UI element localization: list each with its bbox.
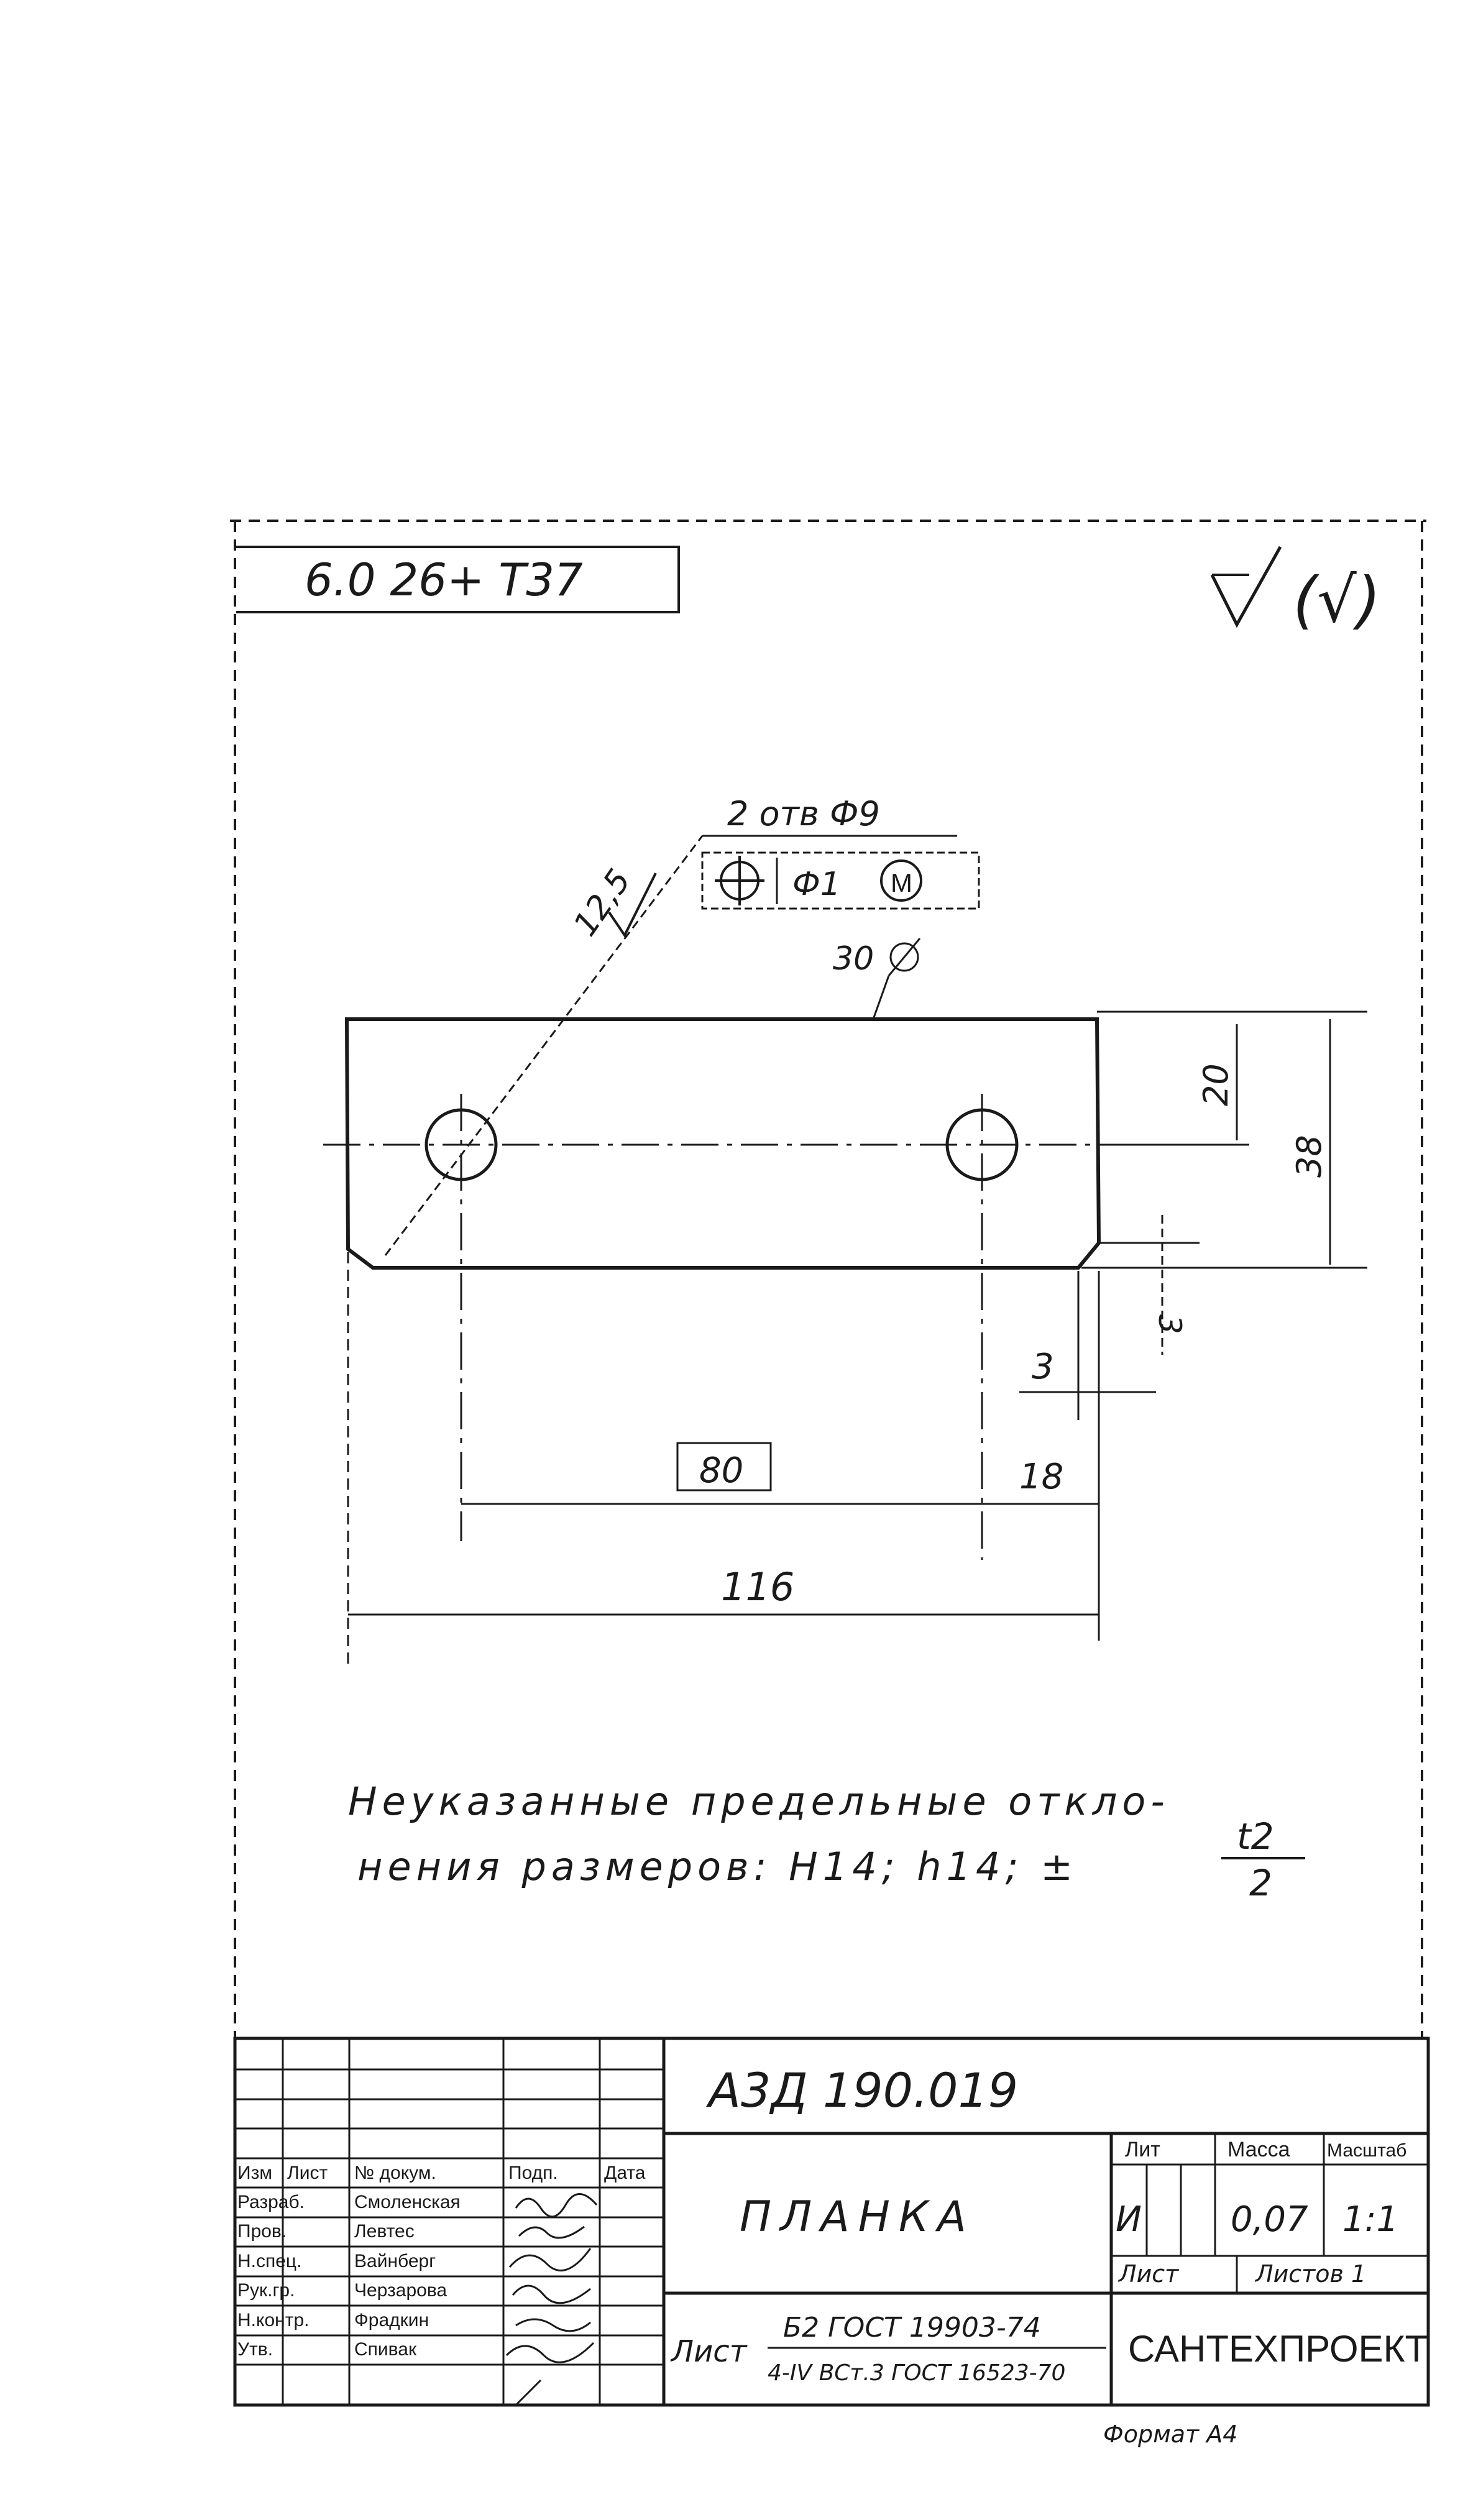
dim-length-total: 116 [721,1564,794,1610]
format-label: Формат А4 [1103,2421,1237,2448]
roughness-surface-mark: 12,5 [566,863,657,943]
material-top: Б2 ГОСТ 19903-74 [783,2312,1041,2344]
position-tolerance: Ф1 [792,866,841,903]
roughness-edge: 30 [833,940,874,978]
scale-value: 1:1 [1342,2199,1398,2240]
dimension-bottom: 80 18 116 [347,1252,1100,1665]
note-line-2: нения размеров: Н14; h14; ± [357,1844,1078,1889]
modifier-circle [880,859,922,902]
name-prov: Левтес [354,2221,415,2242]
holes-note: 2 отв Ф9 [727,794,880,833]
col-header-izm: Изм [237,2163,272,2183]
col-header-sign: Подп. [508,2163,558,2183]
role-utv: Утв. [237,2339,273,2360]
corner-stamp-text: 6.0 26+ T37 [305,554,583,606]
role-prov: Пров. [237,2221,287,2242]
organization: САНТЕХПРОЕКТ [1128,2328,1428,2370]
lit-value: И [1116,2199,1142,2240]
designation: А3Д 190.019 [705,2063,1018,2118]
note-fraction-top: t2 [1237,1815,1274,1858]
dim-chamfer-v: 3 [1152,1314,1188,1334]
material-bottom: 4-IV ВСт.3 ГОСТ 16523-70 [768,2360,1065,2386]
position-modifier: M [891,868,912,897]
col-header-doc: № докум. [354,2163,436,2183]
role-rukgr: Рук.гр. [237,2280,295,2301]
dimension-right: 38 20 3 3 [1019,1010,1367,1420]
name-nkontr: Фрадкин [354,2310,429,2330]
roughness-edge-mark: 30 [833,938,921,1020]
position-tolerance-icon [715,856,764,905]
signatures [505,2193,598,2406]
name-nspec: Вайнберг [354,2251,436,2271]
note-fraction-bottom: 2 [1249,1862,1272,1904]
col-header-date: Дата [604,2163,646,2183]
title-block: Изм Лист № докум. Подп. Дата Разраб. Про… [235,2038,1428,2406]
dim-hole-spacing: 80 [699,1450,743,1491]
scale-label: Масштаб [1327,2140,1406,2161]
name-utv: Спивак [354,2339,417,2360]
mass-value: 0,07 [1231,2199,1308,2240]
dim-chamfer-h: 3 [1032,1347,1054,1387]
sheets-label: Листов 1 [1254,2260,1366,2288]
col-header-list: Лист [287,2163,328,2183]
name-razrab: Смоленская [354,2192,461,2212]
dim-height-total: 38 [1290,1135,1329,1178]
hole-axis [323,1094,1125,1560]
mass-label: Масса [1228,2138,1290,2161]
corner-stamp: 6.0 26+ T37 [236,546,680,613]
name-rukgr: Черзарова [354,2280,447,2301]
part-name: ПЛАНКА [740,2192,975,2242]
sheet-frame [230,520,1430,2407]
roughness-symbol-general: (√) [1210,546,1381,636]
role-nspec: Н.спец. [237,2251,301,2271]
sheet-label: Лист [1117,2260,1180,2288]
dim-to-axis: 20 [1196,1063,1236,1106]
general-notes: Неуказанные предельные откло- нения разм… [348,1779,1305,1904]
roughness-mark: (√) [1293,564,1381,636]
dim-edge-offset: 18 [1019,1457,1063,1497]
note-line-1: Неуказанные предельные откло- [348,1779,1170,1824]
role-razrab: Разраб. [237,2192,305,2212]
part-outline [344,1017,1101,1270]
hole-callout: 2 отв Ф9 Ф1 M [384,794,980,1256]
lit-label: Лит [1125,2138,1160,2161]
material-prefix: Лист [670,2334,748,2369]
role-nkontr: Н.контр. [237,2310,309,2330]
